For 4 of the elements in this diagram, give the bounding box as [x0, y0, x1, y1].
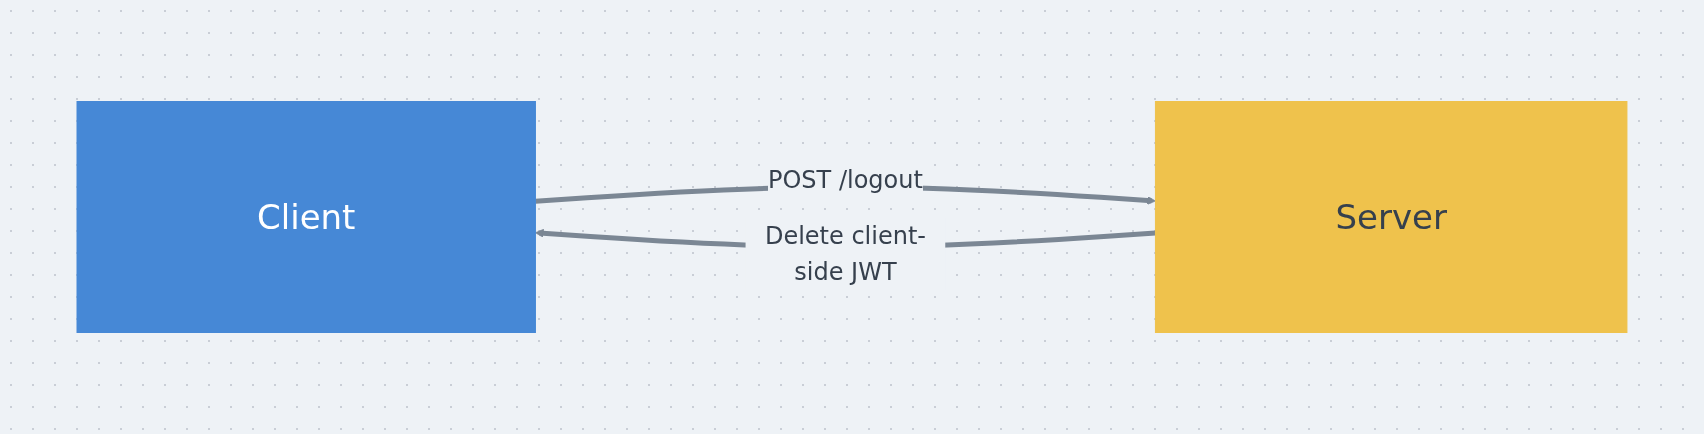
node-box: Client	[76, 101, 536, 333]
edge-label: Delete client-side JWT	[764, 222, 926, 286]
edge-label: POST /logout	[768, 166, 923, 194]
node-box: Server	[1154, 101, 1628, 333]
